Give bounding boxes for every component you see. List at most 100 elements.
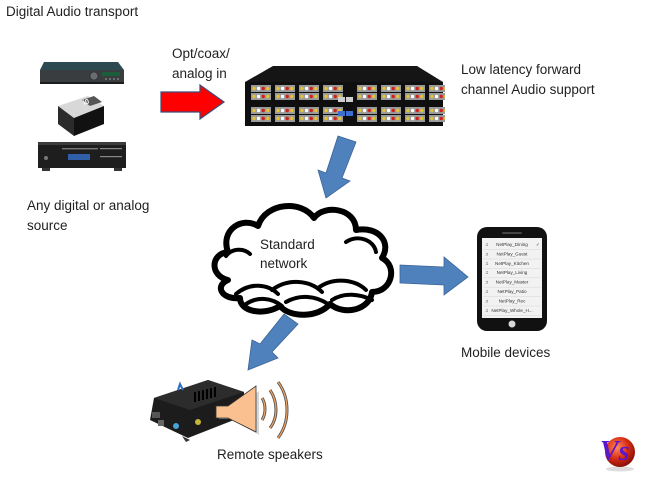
rca-jack-icon	[372, 94, 376, 99]
rca-jack-icon	[333, 86, 337, 91]
rca-jack-icon	[439, 94, 443, 99]
rca-jack-icon	[314, 86, 318, 91]
jack-plate	[251, 85, 271, 92]
jack-plate	[275, 107, 295, 114]
rca-jack-icon	[256, 86, 261, 91]
matrix-label-line-1: Low latency forward	[461, 62, 582, 77]
rca-jack-icon	[261, 94, 265, 99]
source-devices-graphic: i0	[38, 62, 126, 171]
rca-jack-icon	[444, 117, 445, 120]
rca-jack-icon	[415, 86, 419, 91]
audio-matrix-graphic	[245, 66, 445, 126]
rca-jack-icon	[304, 86, 309, 91]
rca-jack-icon	[280, 116, 285, 121]
mobile-label: Mobile devices	[461, 345, 551, 360]
source-devices: i0	[38, 56, 128, 174]
sources-label-line-1: Any digital or analog	[27, 198, 150, 213]
rca-jack-icon	[406, 94, 410, 99]
speaker-small-icon: ♫	[485, 298, 488, 303]
jack-plate	[251, 115, 271, 122]
rca-jack-icon	[276, 86, 280, 91]
smartphone-icon: ♫NetPlay_Dining✓♫NetPlay_Guest♫NetPlay_K…	[477, 227, 547, 331]
rca-jack-icon	[256, 108, 261, 113]
jack-plate	[251, 93, 271, 100]
rca-jack-icon	[391, 94, 395, 99]
rca-jack-icon	[444, 109, 445, 112]
rca-jack-icon	[410, 86, 415, 91]
rca-jack-icon	[372, 116, 376, 121]
rca-jack-icon	[261, 108, 265, 113]
rca-jack-icon	[256, 94, 261, 99]
rca-jack-icon	[367, 108, 371, 113]
jack-plate	[275, 93, 295, 100]
rca-jack-icon	[328, 108, 333, 113]
rca-jack-icon	[261, 116, 265, 121]
phone-list-item[interactable]: ♫NetPlay_Patio	[483, 289, 541, 297]
port-icon	[338, 97, 345, 102]
rca-jack-icon	[324, 94, 328, 99]
rca-jack-icon	[434, 94, 439, 99]
phone-list-item[interactable]: ♫NetPlay_Guest	[483, 251, 541, 260]
network-label-line-1: Standard	[260, 237, 315, 252]
phone-list-item[interactable]: ♫NetPlay_Kitchen	[483, 261, 541, 269]
rca-jack-icon	[439, 116, 443, 121]
phone-list-item-label: NetPlay_Patio	[497, 289, 527, 294]
jack-plate	[323, 85, 343, 92]
apple-tv-icon: i0	[58, 96, 104, 136]
input-label-line-1: Opt/coax/	[172, 46, 230, 61]
jack-plate	[323, 115, 343, 122]
input-label-line-2: analog in	[172, 66, 227, 81]
rca-jack-icon	[382, 116, 386, 121]
rca-jack-icon	[396, 94, 400, 99]
rca-jack-icon	[444, 95, 445, 98]
jack-plate	[299, 107, 319, 114]
phone-list-item[interactable]: ♫NetPlay_Whole_H...	[483, 308, 541, 316]
jack-plate	[275, 85, 295, 92]
rca-jack-icon	[358, 86, 362, 91]
rca-jack-icon	[309, 94, 313, 99]
sound-waves-icon	[260, 381, 289, 439]
input-arrow	[160, 84, 226, 120]
svg-text:Vs: Vs	[600, 436, 630, 467]
rca-jack-icon	[280, 86, 285, 91]
blue-arrow-right-icon	[399, 256, 469, 296]
port-icon	[338, 111, 345, 116]
jack-plate	[405, 107, 425, 114]
matrix-label: Low latency forward channel Audio suppor…	[461, 60, 595, 100]
rca-jack-icon	[415, 108, 419, 113]
speaker-small-icon: ♫	[485, 242, 488, 247]
rca-jack-icon	[300, 108, 304, 113]
rca-jack-icon	[300, 94, 304, 99]
rca-jack-icon	[328, 116, 333, 121]
rca-jack-icon	[415, 94, 419, 99]
rca-jack-icon	[420, 86, 424, 91]
speaker-small-icon: ♫	[485, 270, 488, 275]
rca-jack-icon	[285, 108, 289, 113]
jack-plate	[323, 107, 343, 114]
phone-list-item[interactable]: ♫NetPlay_Master	[483, 280, 541, 288]
phone-list-item-label: NetPlay_Guest	[497, 251, 529, 256]
remote-speaker-unit	[146, 376, 296, 442]
rca-jack-icon	[285, 94, 289, 99]
rca-jack-icon	[252, 86, 256, 91]
rca-jack-icon	[290, 86, 294, 91]
rca-jack-icon	[358, 94, 362, 99]
rca-jack-icon	[304, 94, 309, 99]
rca-jack-icon	[266, 116, 270, 121]
rca-jack-icon	[372, 86, 376, 91]
rca-jack-icon	[252, 108, 256, 113]
rca-jack-icon	[396, 86, 400, 91]
phone-list-item[interactable]: ♫NetPlay_Rec	[483, 298, 541, 307]
diagram-title: Digital Audio transport	[6, 4, 139, 19]
jack-plate	[299, 115, 319, 122]
rca-jack-icon	[430, 94, 434, 99]
jack-plate	[299, 93, 319, 100]
rca-jack-icon	[256, 116, 261, 121]
rca-jack-icon	[444, 87, 445, 90]
rca-jack-icon	[285, 86, 289, 91]
rca-jack-icon	[252, 116, 256, 121]
speakers-label: Remote speakers	[217, 447, 323, 462]
jack-plate	[299, 85, 319, 92]
phone-list-item[interactable]: ♫NetPlay_Living	[483, 270, 541, 278]
phone-list-item[interactable]: ♫NetPlay_Dining✓	[483, 242, 541, 250]
